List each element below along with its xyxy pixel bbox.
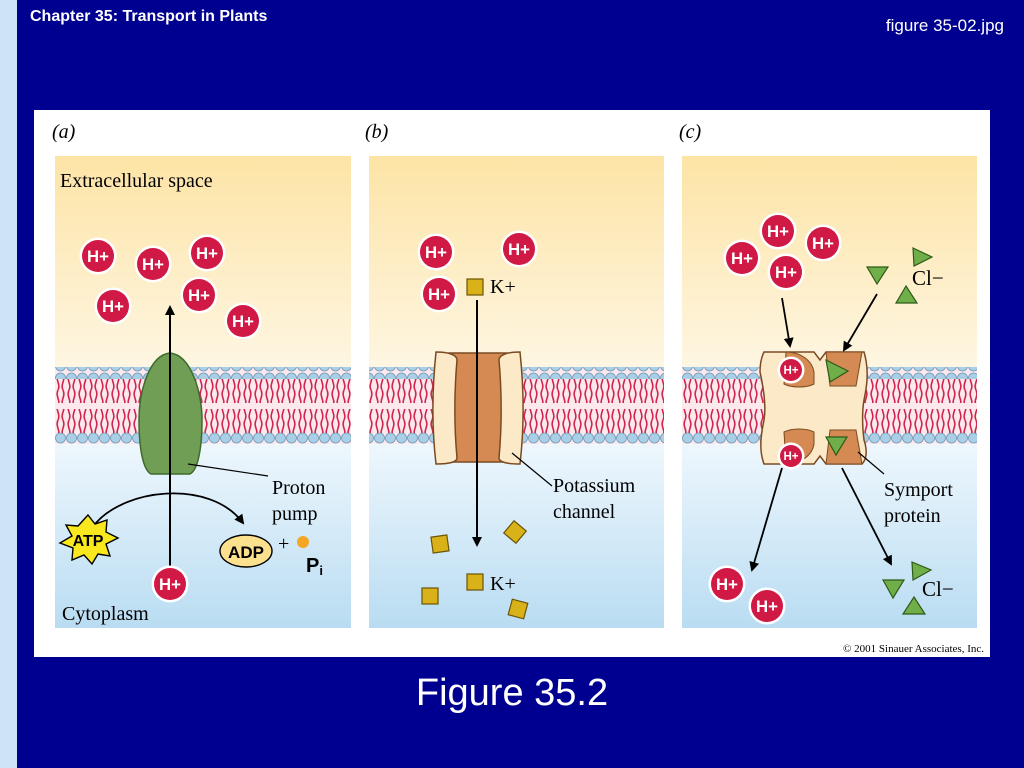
- potassium-label-top: K+: [490, 276, 516, 298]
- proton-ion: H+: [777, 356, 805, 384]
- proton-ion-label: H+: [756, 597, 778, 616]
- chapter-title: Chapter 35: Transport in Plants: [30, 8, 268, 25]
- potassium-ion: [507, 598, 529, 620]
- chloride-in-arrow: [842, 293, 878, 352]
- plus-sign: +: [278, 533, 289, 555]
- proton-ion-label: H+: [731, 249, 753, 268]
- proton-ion: H+: [417, 233, 455, 271]
- proton-ion-label: H+: [142, 255, 164, 274]
- chloride-ion: [865, 266, 890, 286]
- proton-out-arrow: [749, 467, 783, 572]
- atp-starburst: [58, 513, 120, 566]
- symport-label-line2: protein: [884, 505, 941, 527]
- proton-ion: H+: [767, 253, 805, 291]
- extracellular-space-label: Extracellular space: [60, 170, 213, 192]
- proton-ion-label: H+: [159, 575, 181, 594]
- panel-a-background: [55, 156, 351, 628]
- proton-ion-label: H+: [425, 243, 447, 262]
- proton-ion-label: H+: [767, 222, 789, 241]
- left-edge-strip: [0, 0, 17, 768]
- potassium-ion: [466, 573, 484, 591]
- proton-ion-label: H+: [232, 312, 254, 331]
- pump-label-leader: [187, 463, 269, 477]
- proton-in-arrow: [781, 297, 794, 348]
- potassium-label-bottom: K+: [490, 573, 516, 595]
- symport-protein: [759, 351, 868, 465]
- panel-b-tag: (b): [365, 121, 389, 143]
- adp-label: ADP: [228, 543, 264, 562]
- proton-ion: H+: [180, 276, 218, 314]
- atp-label: ATP: [73, 533, 104, 550]
- phosphate-label: Pi: [306, 555, 323, 578]
- proton-ion: H+: [420, 275, 458, 313]
- proton-ion: H+: [151, 565, 189, 603]
- cytoplasm-label: Cytoplasm: [62, 603, 149, 625]
- channel-label-leader: [511, 452, 553, 487]
- proton-ion: H+: [188, 234, 226, 272]
- proton-ion: H+: [804, 224, 842, 262]
- chloride-ion-bound: [825, 358, 850, 383]
- proton-ion: H+: [94, 287, 132, 325]
- proton-pump-label-line1: Proton: [272, 477, 325, 499]
- proton-ion-label: H+: [188, 286, 210, 305]
- proton-ion-label: H+: [508, 240, 530, 259]
- phosphate-dot: [297, 536, 309, 548]
- proton-ion-label: H+: [783, 451, 798, 463]
- chloride-ion: [901, 595, 927, 615]
- proton-ion: H+: [759, 212, 797, 250]
- proton-ion: H+: [500, 230, 538, 268]
- panel-c-tag: (c): [679, 121, 702, 143]
- proton-ion-label: H+: [102, 297, 124, 316]
- chloride-label-bottom: Cl−: [922, 577, 954, 601]
- chloride-label-top: Cl−: [912, 266, 944, 290]
- chloride-ion: [881, 579, 906, 600]
- proton-ion: H+: [708, 565, 746, 603]
- chloride-out-arrow: [841, 467, 892, 566]
- proton-ion-label: H+: [812, 234, 834, 253]
- file-name: figure 35-02.jpg: [885, 16, 1004, 35]
- proton-ion-label: H+: [87, 247, 109, 266]
- chloride-ion: [912, 247, 934, 267]
- proton-ion: H+: [79, 237, 117, 275]
- potassium-channel-label-line2: channel: [553, 501, 616, 523]
- potassium-ion: [430, 534, 450, 554]
- figure-caption: Figure 35.2: [415, 672, 609, 714]
- proton-ion: H+: [134, 245, 172, 283]
- proton-pump-label-line2: pump: [272, 503, 318, 525]
- potassium-ion-top: [466, 278, 484, 296]
- proton-ion-label: H+: [196, 244, 218, 263]
- proton-ion: H+: [224, 302, 262, 340]
- symport-label-line1: Symport: [884, 479, 953, 501]
- proton-ion: H+: [748, 587, 786, 625]
- potassium-ion: [502, 519, 528, 545]
- adp-ellipse: [219, 534, 273, 568]
- proton-ion-label: H+: [775, 263, 797, 282]
- potassium-channel-label-line1: Potassium: [553, 475, 636, 497]
- atp-hydrolysis-arrow: [91, 492, 245, 529]
- chloride-ion: [911, 561, 933, 581]
- proton-ion-label: H+: [428, 285, 450, 304]
- chloride-ion: [894, 284, 919, 304]
- copyright-notice: © 2001 Sinauer Associates, Inc.: [843, 643, 984, 655]
- proton-ions: H+ H+ H+ H+ H+ H+ H+ H+ H+ H+ H+ H+ H+ H+ H+ H+ H+ H+: [79, 212, 842, 625]
- proton-ion-label: H+: [716, 575, 738, 594]
- proton-ion: H+: [723, 239, 761, 277]
- chloride-ion-bound: [824, 436, 849, 457]
- symport-label-leader: [857, 451, 885, 475]
- panel-a-tag: (a): [52, 121, 76, 143]
- proton-ion-label: H+: [783, 365, 798, 377]
- potassium-ion: [421, 587, 439, 605]
- proton-ion: H+: [777, 442, 805, 470]
